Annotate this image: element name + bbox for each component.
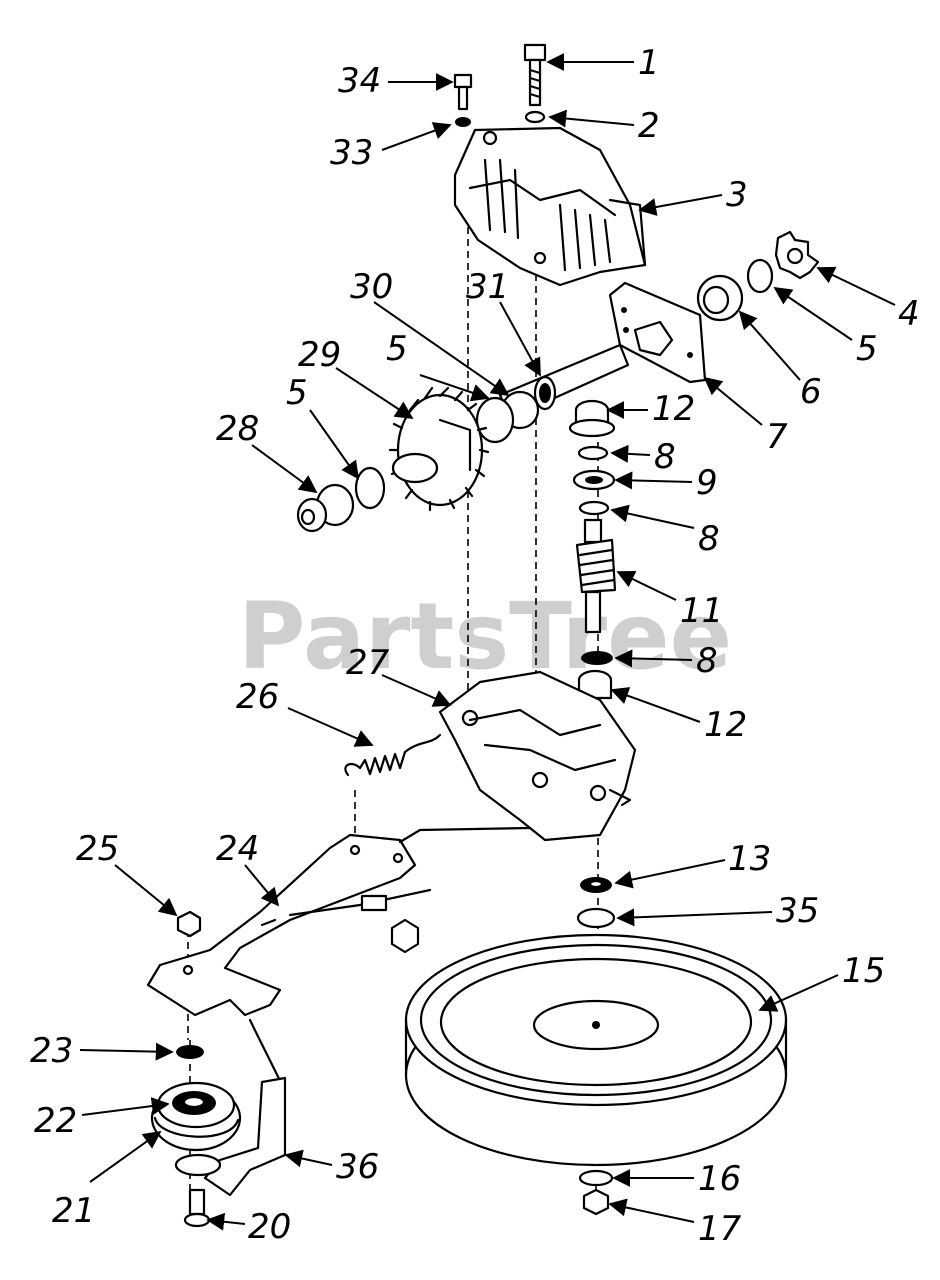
- washer-16: [578, 1169, 614, 1187]
- callout-23: 23: [30, 1031, 73, 1071]
- callout-15: 15: [842, 951, 885, 991]
- nut-17: [582, 1188, 610, 1216]
- callout-4: 4: [898, 294, 920, 334]
- callout-8-b: 8: [698, 519, 720, 559]
- bearing-12-top: [568, 399, 616, 438]
- callout-26: 26: [236, 677, 279, 717]
- callout-22: 22: [34, 1101, 77, 1141]
- shift-lever-24: [146, 826, 532, 1017]
- idler-bracket-36: [203, 1018, 287, 1197]
- callout-25: 25: [76, 829, 119, 869]
- callout-20: 20: [248, 1207, 291, 1247]
- bushing-28: [296, 483, 355, 533]
- callout-1: 1: [638, 43, 660, 83]
- washer-13-hole: [588, 879, 604, 889]
- callout-8-c: 8: [696, 641, 718, 681]
- bearing-9: [572, 469, 616, 491]
- washer-8-a: [577, 445, 609, 461]
- washer-23: [176, 1045, 204, 1059]
- callout-36: 36: [336, 1147, 379, 1187]
- washer-8-c: [581, 651, 613, 665]
- callout-16: 16: [698, 1159, 741, 1199]
- callout-27: 27: [346, 643, 390, 683]
- washer-under-pulley: [174, 1153, 222, 1177]
- callout-5-center: 5: [386, 329, 408, 369]
- callout-13: 13: [728, 839, 771, 879]
- callout-35: 35: [776, 891, 819, 931]
- callout-17: 17: [698, 1209, 742, 1249]
- drive-pulley-15: [404, 933, 788, 1167]
- upper-gear-case: [453, 126, 647, 287]
- idler-pulley-21: [150, 1081, 242, 1152]
- washer-33: [455, 117, 471, 127]
- callout-29: 29: [298, 335, 341, 375]
- pinion-shaft-11: [575, 518, 617, 634]
- spring-26: [344, 733, 442, 777]
- callout-2: 2: [638, 106, 660, 146]
- washer-5-right: [746, 258, 774, 294]
- bolt-1: [523, 43, 547, 107]
- callout-12-top: 12: [652, 389, 695, 429]
- callout-30: 30: [350, 267, 393, 307]
- washer-35: [576, 907, 616, 929]
- callout-3: 3: [726, 175, 748, 215]
- callout-34: 34: [338, 61, 381, 101]
- callout-33: 33: [330, 133, 373, 173]
- bolt-34: [453, 73, 473, 111]
- callout-31: 31: [466, 267, 509, 307]
- bushing-6: [696, 274, 744, 322]
- washer-8-b: [578, 500, 610, 516]
- callout-7: 7: [766, 417, 788, 457]
- callout-24: 24: [216, 829, 259, 869]
- leader-lines: [79, 53, 896, 1231]
- callout-8-a: 8: [654, 437, 676, 477]
- lower-gear-case: [438, 670, 637, 842]
- callout-12-bottom: 12: [704, 705, 747, 745]
- sprocket-4: [774, 230, 820, 280]
- callout-5-right: 5: [856, 329, 878, 369]
- callout-9: 9: [696, 463, 718, 503]
- watermark: PartsTree: [238, 583, 732, 690]
- bolt-20: [183, 1188, 211, 1228]
- washer-2: [524, 110, 546, 124]
- callout-11: 11: [680, 591, 723, 631]
- nut-25: [176, 910, 202, 938]
- callout-28: 28: [216, 409, 259, 449]
- nut-lever: [390, 918, 420, 954]
- callout-5-left: 5: [286, 373, 308, 413]
- callout-labels: 1 2 3 4 5 5 5 6 7 8 8 8 9 11 12 12 13 15…: [30, 43, 920, 1249]
- washer-5-left: [354, 466, 386, 510]
- worm-gear-29: [388, 386, 490, 512]
- callout-21: 21: [52, 1191, 95, 1231]
- worm-shaft-30: [475, 343, 630, 444]
- callout-6: 6: [800, 372, 822, 412]
